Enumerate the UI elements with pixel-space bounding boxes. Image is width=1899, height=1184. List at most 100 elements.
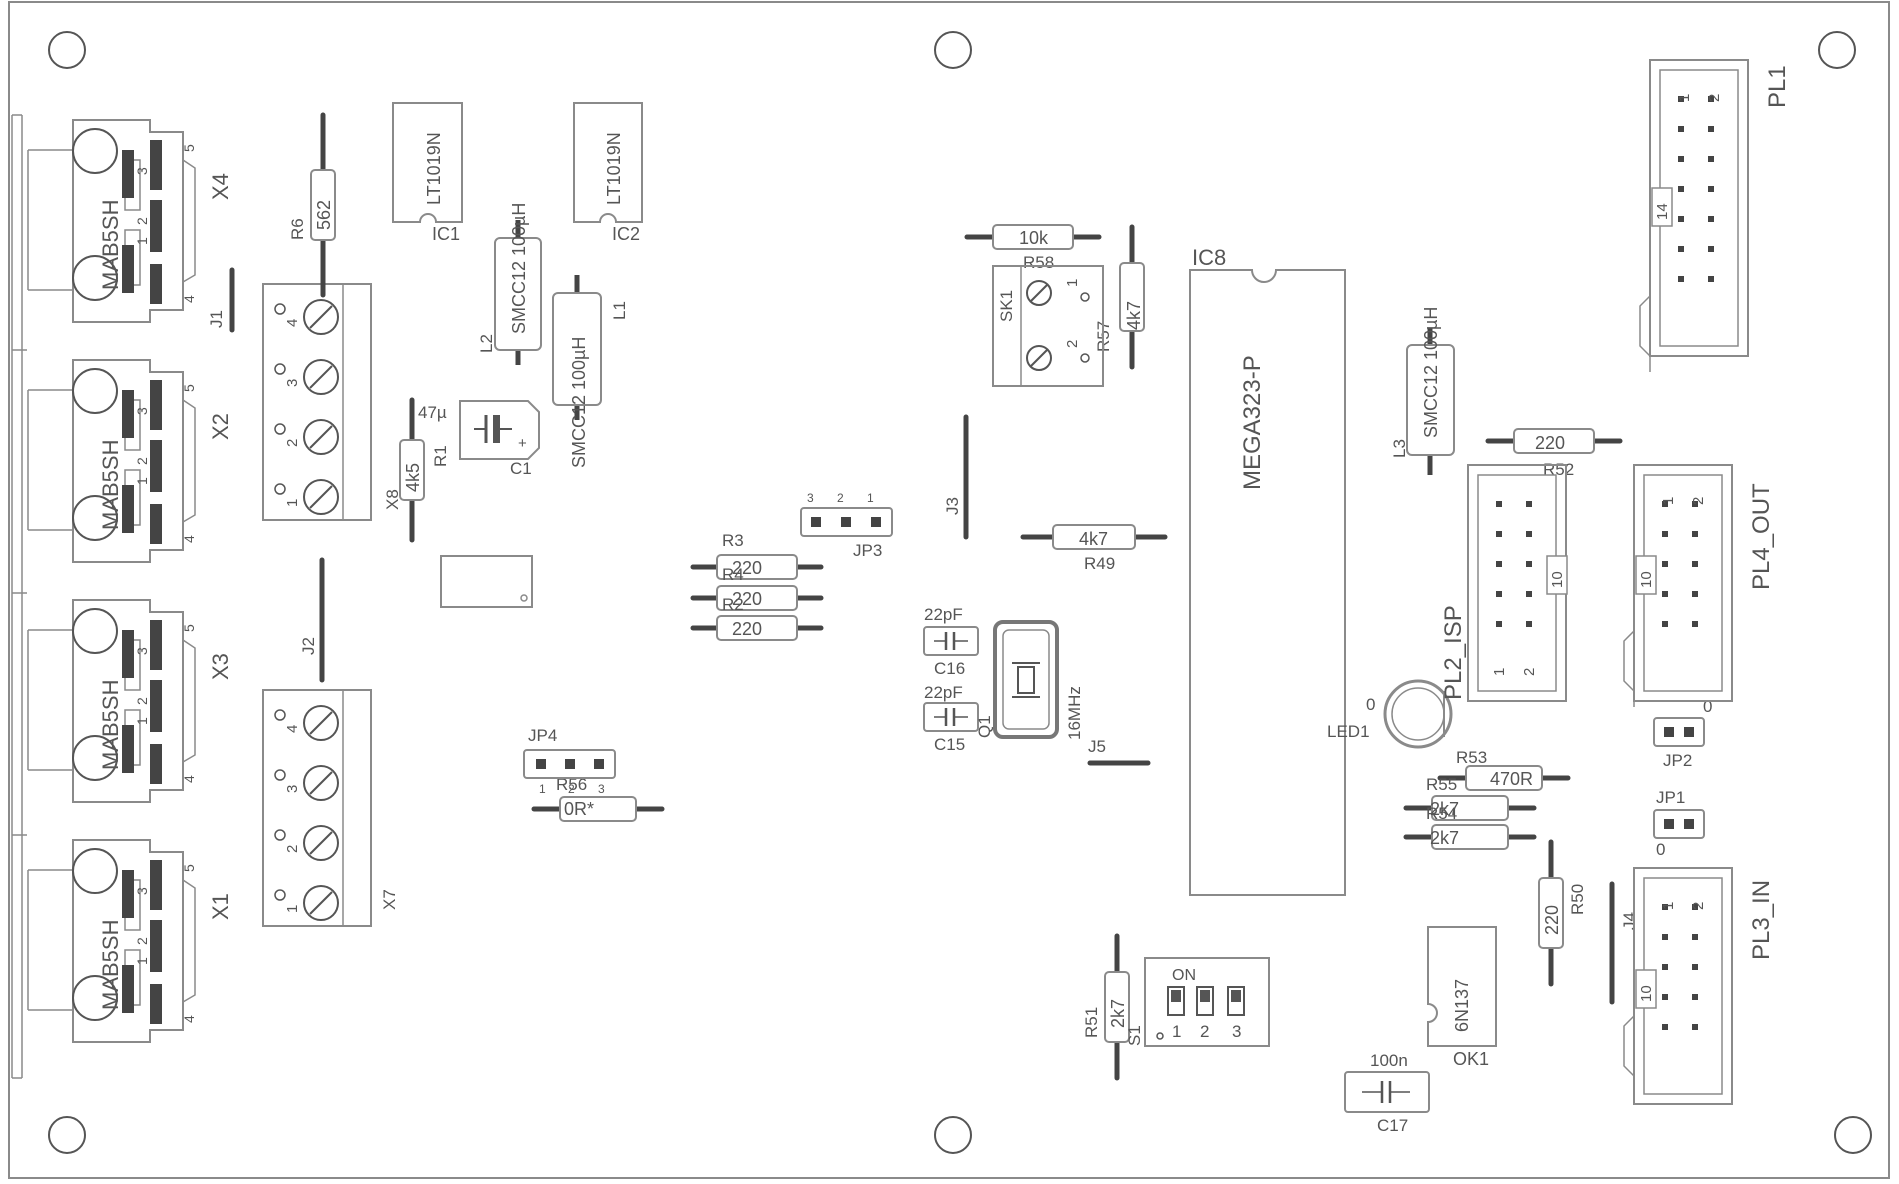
r6-value: 562 — [314, 200, 334, 230]
inductor-l3: SMCC12 100µH L3 — [1390, 307, 1455, 475]
ic8-part: MEGA323-P — [1239, 355, 1266, 490]
ic-ic1: LT1019N IC1 — [392, 102, 463, 244]
r53-value: 470R — [1490, 769, 1533, 789]
svg-text:2: 2 — [1521, 668, 1538, 676]
jumper-j4-label: J4 — [1620, 912, 1639, 930]
led1-label: LED1 — [1327, 722, 1370, 741]
svg-text:3: 3 — [134, 167, 150, 175]
ok1-part: 6N137 — [1452, 979, 1472, 1032]
ic2-part: LT1019N — [604, 132, 624, 205]
svg-text:2: 2 — [134, 697, 150, 705]
svg-text:5: 5 — [181, 864, 197, 872]
resistors: 562R64k5R1220R3220R4220R20R*R5610kR584k7… — [288, 112, 1623, 1081]
svg-text:1: 1 — [1676, 94, 1693, 102]
r55-value: 2k7 — [1430, 799, 1459, 819]
svg-text:2: 2 — [134, 937, 150, 945]
mounting-hole — [1818, 31, 1856, 69]
svg-text:3: 3 — [134, 887, 150, 895]
svg-text:4: 4 — [181, 295, 197, 303]
q1-label: Q1 — [975, 715, 994, 738]
l3-value: SMCC12 100µH — [1421, 307, 1441, 438]
svg-text:4: 4 — [284, 319, 301, 327]
header-pl1: PL1 1 2 14 — [1639, 59, 1791, 372]
svg-text:4: 4 — [181, 1015, 197, 1023]
s1-on: ON — [1172, 967, 1196, 984]
r56-value: 0R* — [564, 799, 594, 819]
dip-switch-s1: ON 1 2 3 S1 — [1125, 957, 1270, 1047]
svg-text:2: 2 — [568, 782, 575, 796]
l2-value: SMCC12 100µH — [509, 203, 529, 334]
c17-value: 100n — [1370, 1051, 1408, 1070]
jp3-label: JP3 — [853, 541, 882, 560]
svg-text:3: 3 — [284, 785, 301, 793]
mounting-hole — [48, 1116, 86, 1154]
svg-text:2: 2 — [134, 457, 150, 465]
svg-text:1: 1 — [134, 237, 150, 245]
svg-text:1: 1 — [1660, 497, 1677, 505]
svg-text:3: 3 — [284, 379, 301, 387]
svg-text:1: 1 — [284, 499, 301, 507]
svg-text:1: 1 — [134, 717, 150, 725]
terminal-x7-label: X7 — [380, 889, 399, 910]
ic1-label: IC1 — [432, 224, 460, 244]
pin-header-jp1: 0 JP1 — [1653, 788, 1705, 859]
svg-text:14: 14 — [1654, 203, 1671, 220]
terminal-x8-label: X8 — [383, 489, 402, 510]
l1-label: L1 — [610, 301, 629, 320]
c15-value: 22pF — [924, 683, 963, 702]
r58-label: R58 — [1023, 253, 1054, 272]
pin-header-jp2: 0 JP2 — [1653, 697, 1712, 770]
r51-label: R51 — [1082, 1007, 1101, 1038]
svg-text:3: 3 — [807, 491, 814, 505]
x3-label: X3 — [208, 653, 233, 680]
crystal-q1: Q1 16MHz — [975, 620, 1084, 740]
pl1-label: PL1 — [1764, 65, 1791, 108]
r58-value: 10k — [1019, 228, 1049, 248]
svg-text:4: 4 — [284, 725, 301, 733]
svg-text:2: 2 — [1690, 497, 1707, 505]
svg-text:5: 5 — [181, 384, 197, 392]
jp4-label: JP4 — [528, 726, 557, 745]
c17-label: C17 — [1377, 1116, 1408, 1135]
sk1-label: SK1 — [997, 290, 1016, 322]
capacitor-c15: 22pF C15 — [923, 683, 979, 754]
ic-ic2: LT1019N IC2 — [573, 102, 643, 244]
jumper-j1-label: J1 — [207, 310, 226, 328]
x3-part: MAB5SH — [98, 680, 123, 770]
r50-label: R50 — [1568, 884, 1587, 915]
x1-part: MAB5SH — [98, 920, 123, 1010]
svg-text:1: 1 — [539, 782, 546, 796]
pin-header-jp4: 1 2 3 JP4 — [523, 726, 616, 796]
pl3-label: PL3_IN — [1748, 880, 1775, 960]
svg-text:2: 2 — [1690, 902, 1707, 910]
svg-text:1: 1 — [1491, 668, 1508, 676]
mounting-hole — [1834, 1116, 1872, 1154]
jumper-j3-label: J3 — [943, 497, 962, 515]
svg-text:3: 3 — [134, 407, 150, 415]
ic1-part: LT1019N — [424, 132, 444, 205]
mounting-hole — [934, 31, 972, 69]
r4-label: R4 — [722, 565, 744, 584]
svg-text:2: 2 — [1706, 94, 1723, 102]
r54-value: 2k7 — [1430, 828, 1459, 848]
r6-label: R6 — [288, 218, 307, 240]
x4-label: X4 — [208, 173, 233, 200]
pl2-label: PL2_ISP — [1440, 605, 1467, 700]
svg-text:0: 0 — [1366, 695, 1375, 714]
trimmer-sk1: SK1 1 2 — [992, 265, 1104, 387]
svg-text:3: 3 — [134, 647, 150, 655]
r52-value: 220 — [1535, 433, 1565, 453]
x2-label: X2 — [208, 413, 233, 440]
jp1-label: JP1 — [1656, 788, 1685, 807]
